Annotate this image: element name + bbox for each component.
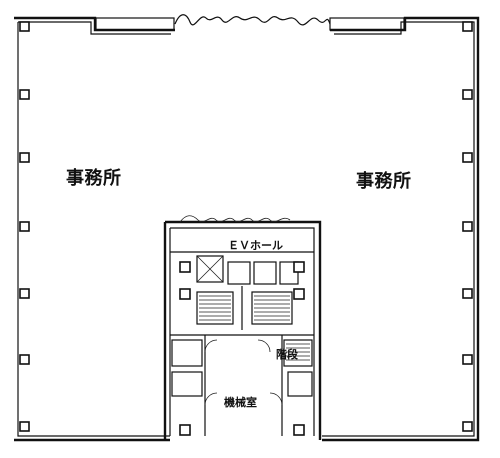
perimeter-columns bbox=[19, 21, 473, 432]
elevator-hall-label: ＥＶホール bbox=[228, 239, 283, 252]
machine-room-label: 機械室 bbox=[224, 395, 257, 409]
stairs-label: 階段 bbox=[276, 347, 298, 361]
office-right-label: 事務所 bbox=[356, 170, 412, 192]
office-left-label: 事務所 bbox=[66, 167, 122, 189]
building-core bbox=[163, 215, 322, 440]
outer-walls bbox=[14, 14, 480, 442]
